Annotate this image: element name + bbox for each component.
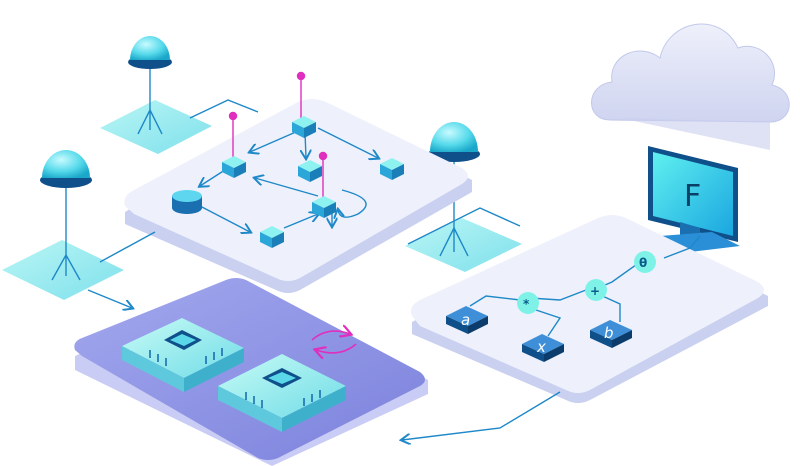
operator-node-plus: + xyxy=(585,279,607,301)
node-cube xyxy=(222,156,246,178)
leaf-node-b: b xyxy=(590,320,632,348)
chip-icon xyxy=(218,354,346,432)
probe-pins xyxy=(228,71,328,198)
expression-platform xyxy=(411,215,768,403)
svg-text:a: a xyxy=(461,311,470,329)
database-icon xyxy=(172,190,202,214)
svg-text:*: * xyxy=(523,297,530,311)
node-cube xyxy=(260,226,284,248)
cloud-icon xyxy=(591,23,790,150)
chip-icon xyxy=(122,318,244,392)
leaf-node-x: x xyxy=(522,334,564,362)
system-connectors xyxy=(87,99,561,440)
node-cube xyxy=(298,160,322,182)
leaf-node-a: a xyxy=(446,306,488,334)
node-cube xyxy=(380,158,404,180)
svg-text:x: x xyxy=(536,338,546,356)
svg-text:θ: θ xyxy=(639,256,647,270)
expression-tree-operators: θ + * xyxy=(517,251,656,314)
monitor-icon: F xyxy=(648,146,740,252)
sensor-icon xyxy=(100,36,212,154)
node-cube xyxy=(312,196,336,218)
operator-node-theta: θ xyxy=(634,251,656,273)
operator-node-times: * xyxy=(517,292,539,314)
svg-text:b: b xyxy=(604,324,614,342)
svg-text:+: + xyxy=(590,284,600,298)
node-cube xyxy=(292,116,316,138)
expression-tree-leaves: a x b xyxy=(446,306,632,362)
sensor-icon xyxy=(405,122,522,272)
rotate-arrow-icon xyxy=(311,331,357,353)
sensor-icon xyxy=(2,150,124,300)
monitor-letter: F xyxy=(684,179,701,214)
flowchart-connectors xyxy=(200,127,378,232)
flowchart-nodes xyxy=(172,116,404,248)
